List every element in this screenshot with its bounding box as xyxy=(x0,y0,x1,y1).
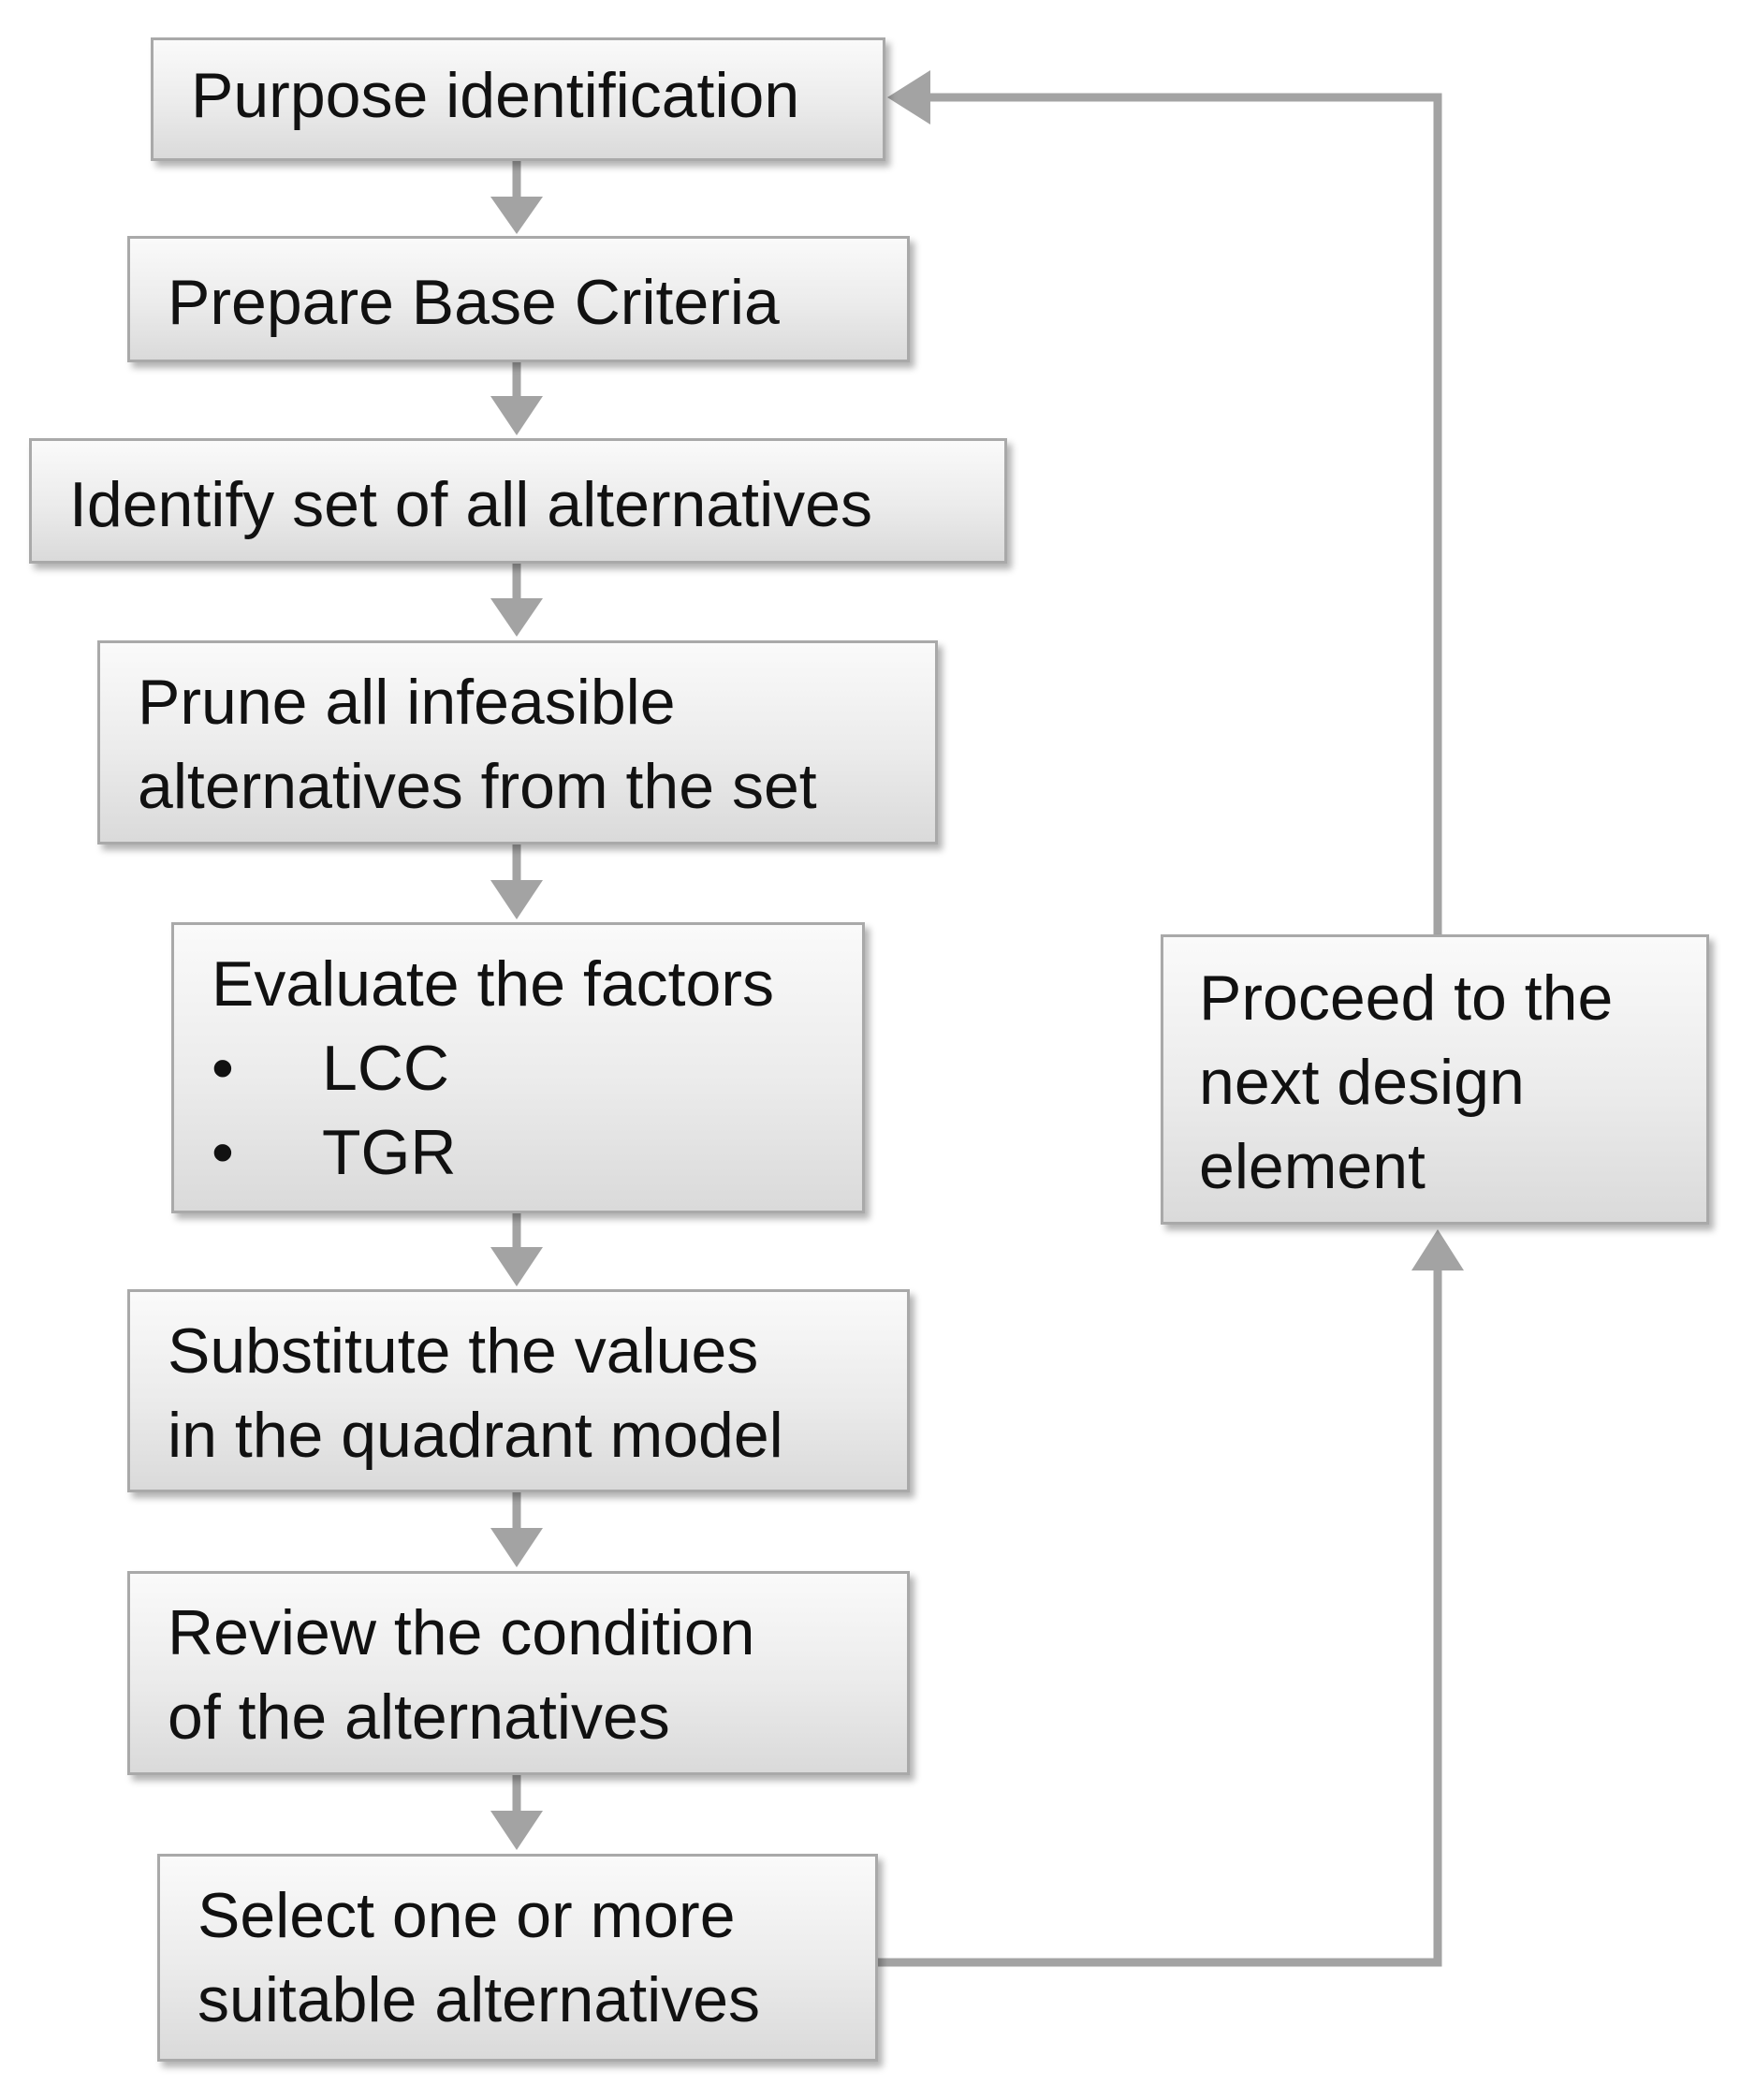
step-prepare-base-criteria: Prepare Base Criteria xyxy=(127,236,910,362)
step-text-line-1: Substitute the values xyxy=(168,1315,759,1387)
arrowhead-5 xyxy=(490,1247,543,1286)
step-select-alternatives: Select one or more suitable alternatives xyxy=(157,1854,878,2062)
step-text-line-3: element xyxy=(1199,1131,1426,1202)
step-text: Evaluate the factors xyxy=(212,948,775,1020)
bullet-marker: • xyxy=(212,1117,234,1188)
arrowhead-2 xyxy=(490,396,543,435)
bullet-item-tgr: • TGR xyxy=(212,1110,862,1195)
arrowhead-3 xyxy=(490,598,543,637)
arrowhead-6 xyxy=(490,1528,543,1567)
step-text-line-2: next design xyxy=(1199,1047,1525,1118)
arrowhead-to-proceed xyxy=(1411,1229,1464,1270)
bullet-item-lcc: • LCC xyxy=(212,1026,862,1110)
step-substitute-values: Substitute the values in the quadrant mo… xyxy=(127,1289,910,1492)
step-text-line-1: Review the condition xyxy=(168,1597,755,1668)
step-purpose-identification: Purpose identification xyxy=(151,37,885,161)
step-text-line-2: suitable alternatives xyxy=(197,1964,761,2035)
step-text-line-2: in the quadrant model xyxy=(168,1400,783,1471)
step-text: Identify set of all alternatives xyxy=(69,469,873,540)
arrowhead-1 xyxy=(490,197,543,234)
connector-select-to-proceed xyxy=(878,1266,1442,1967)
bullet-text: TGR xyxy=(322,1117,457,1188)
arrowhead-4 xyxy=(490,880,543,919)
bullet-text: LCC xyxy=(322,1033,450,1104)
arrowhead-to-purpose xyxy=(887,70,930,125)
step-proceed-next-element: Proceed to the next design element xyxy=(1161,934,1709,1225)
arrowhead-7 xyxy=(490,1811,543,1850)
step-review-condition: Review the condition of the alternatives xyxy=(127,1571,910,1775)
step-text: Prepare Base Criteria xyxy=(168,267,780,338)
step-evaluate-factors: Evaluate the factors • LCC • TGR xyxy=(171,922,865,1213)
step-identify-alternatives: Identify set of all alternatives xyxy=(29,438,1007,564)
step-text-line-1: Proceed to the xyxy=(1199,962,1614,1034)
step-text-line-1: Select one or more xyxy=(197,1880,736,1951)
connector-proceed-to-purpose xyxy=(922,93,1442,934)
step-text: Purpose identification xyxy=(191,60,800,131)
bullet-marker: • xyxy=(212,1033,234,1104)
step-text-line-2: alternatives from the set xyxy=(138,751,817,822)
step-text-line-2: of the alternatives xyxy=(168,1681,670,1753)
step-text-line-1: Prune all infeasible xyxy=(138,667,676,738)
step-prune-infeasible: Prune all infeasible alternatives from t… xyxy=(97,640,938,844)
